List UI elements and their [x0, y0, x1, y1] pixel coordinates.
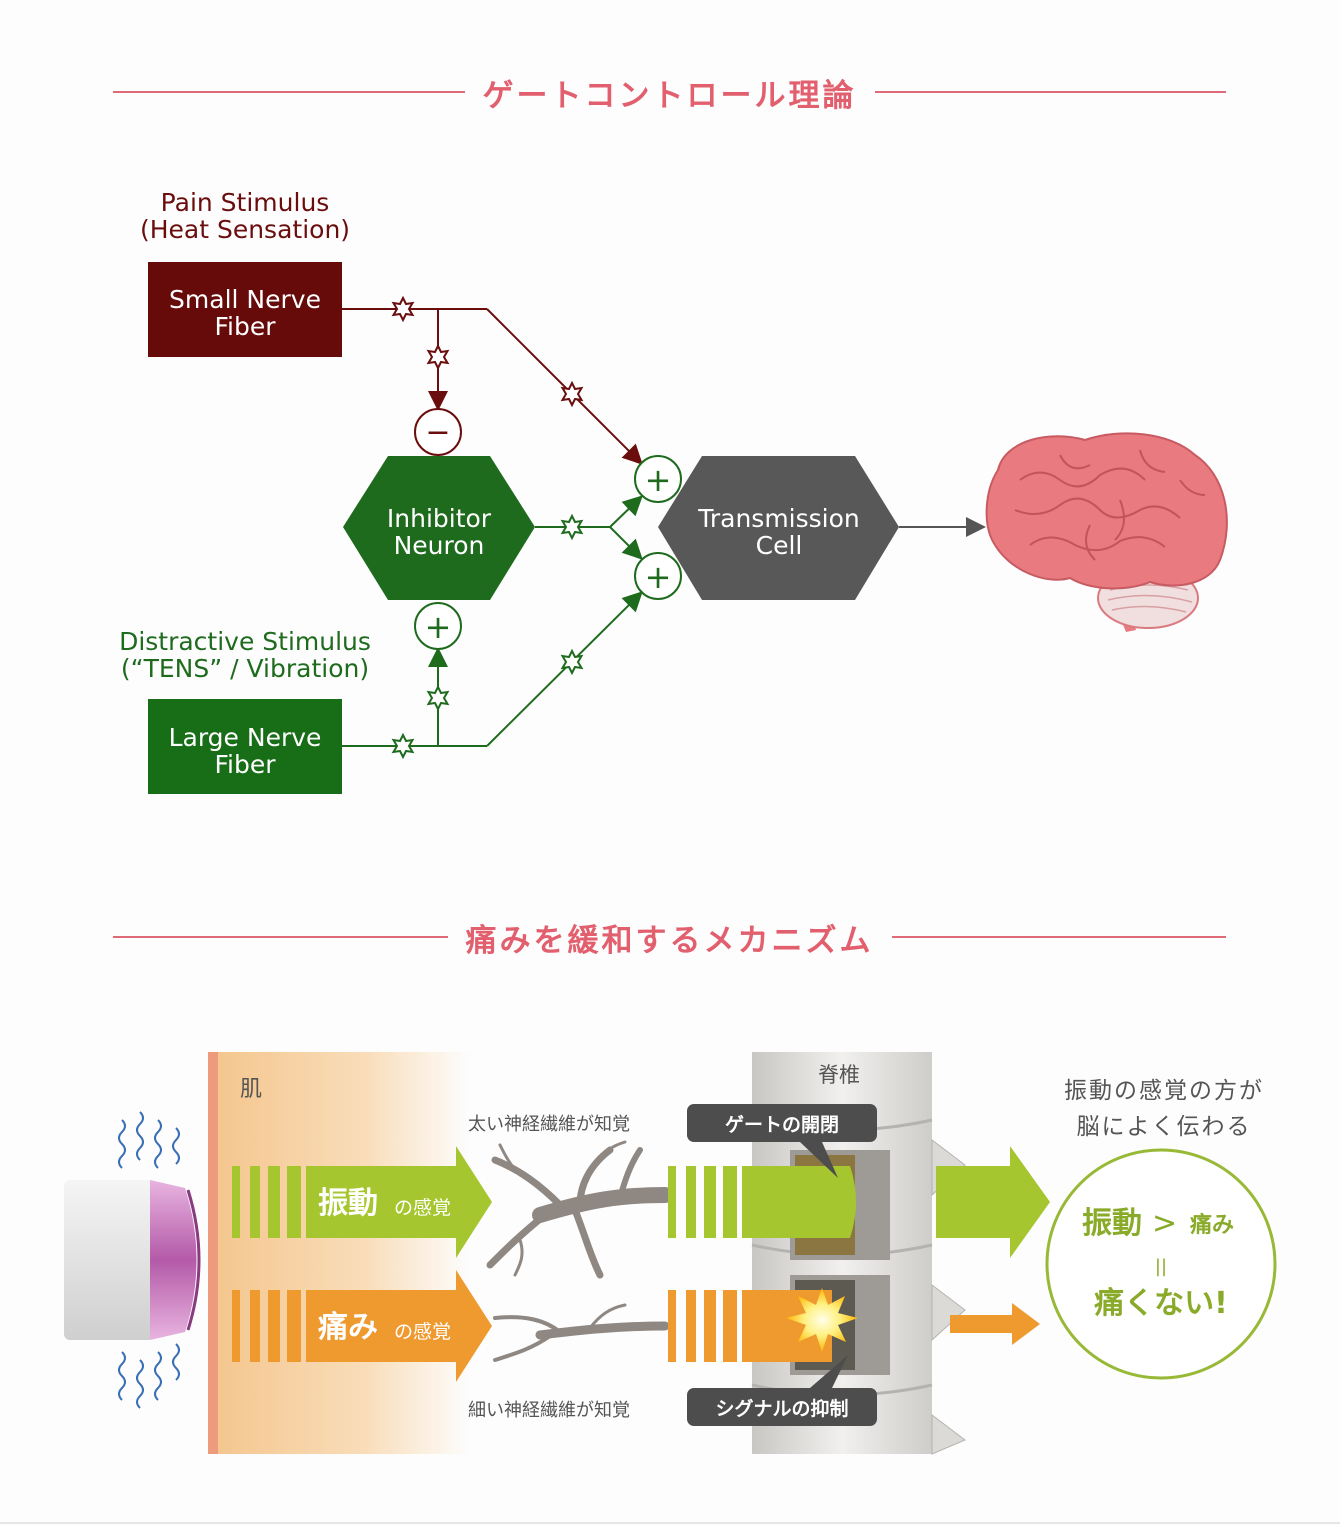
pain-stimulus-label: Pain Stimulus	[161, 188, 330, 217]
skin-label: 肌	[240, 1077, 262, 1102]
synapse-star-icon	[392, 297, 414, 321]
pain-label-suffix: の感覚	[394, 1321, 451, 1343]
minus-sign: −	[425, 415, 450, 450]
pain-relief-mechanism-illustration: 肌 振動 の感覚 痛み の感覚	[64, 1052, 1277, 1455]
vibration-label-suffix: の感覚	[394, 1197, 451, 1219]
inhibition-minus-icon	[414, 408, 462, 456]
title-rule-left	[113, 936, 448, 938]
inhibitor-neuron-label-2: Neuron	[394, 531, 485, 560]
page-bottom-rule	[0, 1522, 1340, 1524]
result-caption-line1: 振動の感覚の方が	[1064, 1078, 1264, 1104]
transmission-cell-label-2: Cell	[756, 531, 803, 560]
spine-label: 脊椎	[818, 1063, 860, 1087]
circle-vibration: 振動	[1082, 1206, 1142, 1241]
excitation-plus-icon	[634, 455, 682, 503]
title-rule-right	[891, 936, 1226, 938]
inhibitor-neuron-label: Inhibitor	[387, 504, 492, 533]
pain-signal-stripes	[232, 1290, 301, 1362]
massage-device-icon	[64, 1180, 201, 1340]
brain-icon	[985, 432, 1228, 632]
gate-callout	[687, 1104, 877, 1142]
vibration-label: 振動	[318, 1186, 378, 1221]
plus-sign: +	[425, 608, 452, 646]
title-rule-right	[874, 91, 1226, 93]
signal-callout-text: シグナルの抑制	[715, 1397, 848, 1420]
circle-greater-than: >	[1152, 1206, 1177, 1241]
circle-equals: ||	[1155, 1256, 1167, 1277]
thin-fiber-caption: 細い神経繊維が知覚	[468, 1400, 630, 1421]
excitation-plus-icon	[414, 602, 462, 650]
inhibitor-pathways	[535, 495, 643, 560]
section-title-gate-control: ゲートコントロール理論	[113, 72, 1226, 114]
circle-no-pain: 痛くない!	[1094, 1286, 1228, 1321]
distractive-stimulus-label: Distractive Stimulus	[119, 627, 371, 656]
section-title-text: ゲートコントロール理論	[482, 77, 857, 114]
vibration-signal-stripes-spine	[668, 1166, 737, 1238]
synapse-star-icon	[427, 686, 449, 710]
synapse-star-icon	[392, 734, 414, 758]
pain-signal-stripes-spine	[668, 1290, 737, 1362]
vibration-arrow	[306, 1146, 492, 1258]
synapse-star-icon	[561, 515, 583, 539]
small-nerve-fiber-label: Small Nerve	[169, 285, 321, 314]
title-rule-left	[113, 91, 465, 93]
signal-callout	[687, 1388, 877, 1426]
weak-pain-arrow	[950, 1303, 1040, 1345]
signal-blocked-burst-icon	[786, 1288, 858, 1352]
skin-surface-edge	[208, 1052, 218, 1454]
pain-arrow	[306, 1270, 492, 1382]
vibration-arrow-to-brain	[936, 1146, 1050, 1258]
skin-layer	[208, 1052, 470, 1454]
distractive-stimulus-sub: (“TENS” / Vibration)	[121, 654, 369, 683]
vibration-waves-icon	[118, 1111, 180, 1409]
transmission-cell-label: Transmission	[697, 504, 860, 533]
inhibitor-neuron-hexagon	[343, 456, 535, 600]
large-nerve-fiber-label: Large Nerve	[169, 723, 322, 752]
small-nerve-fiber-box	[148, 262, 342, 357]
pain-label: 痛み	[318, 1310, 378, 1345]
thick-fiber-caption: 太い神経繊維が知覚	[468, 1114, 630, 1135]
section-title-mechanism: 痛みを緩和するメカニズム	[113, 917, 1226, 959]
large-nerve-fiber-box	[148, 699, 342, 794]
large-nerve-fiber-label-2: Fiber	[214, 750, 276, 779]
transmission-cell-hexagon	[658, 456, 899, 600]
excitation-plus-icon	[634, 552, 682, 600]
synapse-star-icon	[427, 345, 449, 369]
small-fiber-pathways	[342, 308, 643, 465]
thick-nerve-fiber-icon	[486, 1140, 673, 1279]
plus-sign: +	[645, 461, 672, 499]
gate-control-diagram: Pain Stimulus (Heat Sensation) Small Ner…	[119, 188, 1228, 794]
vibration-signal-stripes	[232, 1166, 301, 1238]
plus-sign: +	[645, 558, 672, 596]
section-title-text: 痛みを緩和するメカニズム	[465, 922, 874, 959]
vibration-signal-through-gate	[742, 1166, 856, 1238]
pain-stimulus-sub: (Heat Sensation)	[140, 215, 350, 244]
gate-callout-text: ゲートの開閉	[725, 1114, 839, 1136]
small-nerve-fiber-label-2: Fiber	[214, 312, 276, 341]
large-fiber-pathways	[342, 591, 643, 747]
circle-pain: 痛み	[1190, 1212, 1234, 1238]
thin-nerve-fiber-icon	[493, 1303, 670, 1362]
result-caption-line2: 脳によく伝わる	[1077, 1114, 1252, 1140]
result-circle	[1045, 1148, 1277, 1380]
